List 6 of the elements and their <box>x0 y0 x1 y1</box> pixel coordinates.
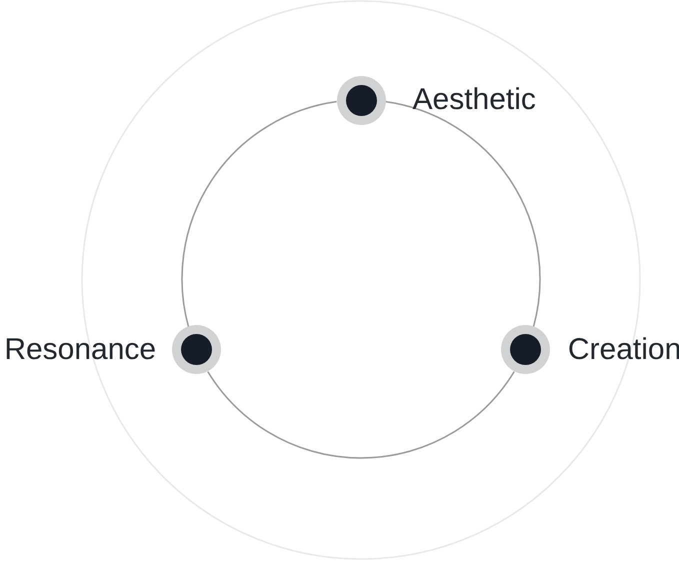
connector-arc <box>385 100 541 327</box>
node-label: Aesthetic <box>412 85 536 115</box>
node-label: Resonance <box>4 334 156 365</box>
connector-arc <box>207 371 515 459</box>
node-label: Creation <box>568 334 679 365</box>
connector-arc <box>181 100 337 327</box>
